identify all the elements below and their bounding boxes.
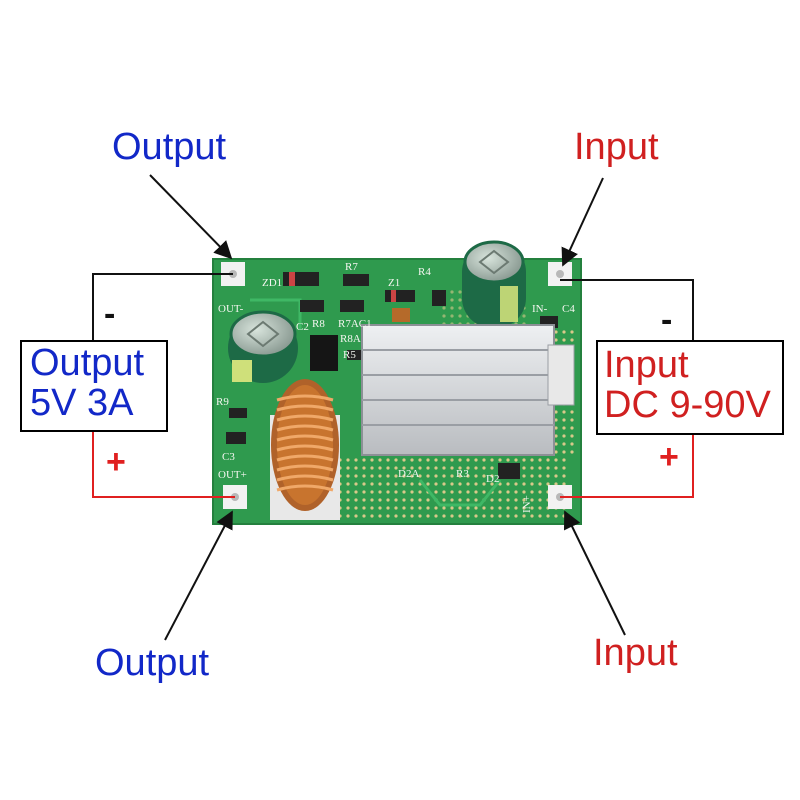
silk-r5: R5 bbox=[343, 349, 356, 361]
silk-in-minus: IN- bbox=[532, 303, 548, 315]
heatsink bbox=[361, 324, 575, 456]
silk-d2a: D2A bbox=[398, 468, 419, 480]
input-spec-box: Input DC 9-90V bbox=[596, 340, 784, 435]
wire-output-positive bbox=[92, 432, 235, 498]
arrow-input-top bbox=[561, 177, 604, 267]
silk-d2: D2 bbox=[486, 473, 499, 485]
silk-out-plus: OUT+ bbox=[218, 469, 247, 481]
input-box-spec: DC 9-90V bbox=[604, 383, 771, 426]
arrow-output-top bbox=[149, 174, 233, 260]
smd-components bbox=[226, 272, 558, 479]
output-plus-sign: + bbox=[106, 443, 126, 481]
output-spec-box: Output 5V 3A bbox=[20, 340, 168, 432]
silk-r7: R7 bbox=[345, 261, 358, 273]
label-input-bottom: Input bbox=[593, 632, 678, 674]
wire-input-negative bbox=[560, 279, 694, 340]
label-output-top: Output bbox=[112, 126, 227, 168]
silk-in-plus: IN+ bbox=[521, 495, 533, 513]
input-box-title: Input bbox=[604, 344, 689, 386]
silk-r3: R3 bbox=[456, 468, 469, 480]
silkscreen: OUT- OUT+ IN- ZD1 R7 Z1 R4 C4 R8 R7AC1 R… bbox=[216, 261, 575, 513]
silk-r4: R4 bbox=[418, 266, 431, 278]
silk-z1: Z1 bbox=[388, 277, 400, 289]
arrow-output-bottom bbox=[164, 510, 233, 641]
capacitor-output bbox=[228, 310, 298, 383]
inductor bbox=[270, 379, 340, 520]
silk-out-minus: OUT- bbox=[218, 303, 244, 315]
input-plus-sign: + bbox=[659, 438, 679, 476]
wire-output-negative bbox=[92, 273, 233, 340]
silk-c2: C2 bbox=[296, 321, 309, 333]
silk-r9: R9 bbox=[216, 396, 229, 408]
silk-r8: R8 bbox=[312, 318, 325, 330]
silk-r7ac1: R7AC1 bbox=[338, 318, 372, 330]
arrow-input-bottom bbox=[564, 510, 626, 636]
input-minus-sign: - bbox=[661, 301, 673, 339]
silk-c3: C3 bbox=[222, 451, 235, 463]
label-output-bottom: Output bbox=[95, 642, 210, 684]
wire-input-positive bbox=[560, 435, 694, 498]
output-minus-sign: - bbox=[104, 295, 116, 333]
capacitor-input bbox=[462, 240, 526, 328]
silk-r8a: R8A bbox=[340, 333, 361, 345]
label-input-top: Input bbox=[574, 126, 659, 168]
output-box-spec: 5V 3A bbox=[30, 381, 134, 424]
silk-zd1: ZD1 bbox=[262, 277, 282, 289]
output-box-title: Output bbox=[30, 342, 145, 384]
silk-c4: C4 bbox=[562, 303, 575, 315]
